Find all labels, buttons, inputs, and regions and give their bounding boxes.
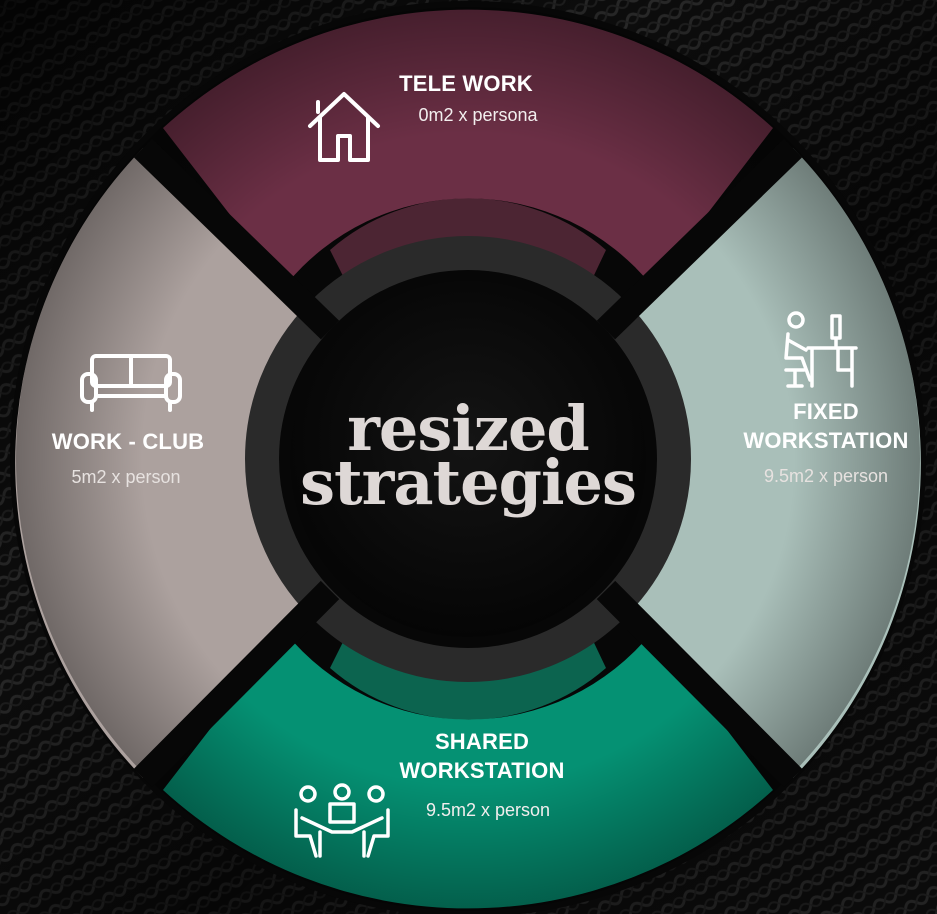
meeting-table-icon	[294, 783, 390, 858]
center-title-line-1: resized	[347, 392, 590, 465]
tele-work-subtitle: 0m2 x persona	[418, 105, 538, 125]
fixed-workstation-subtitle: 9.5m2 x person	[763, 466, 889, 486]
shared-workstation-title-line-2: WORKSTATION	[399, 758, 565, 783]
fixed-workstation-title-line-2: WORKSTATION	[743, 428, 909, 453]
shared-workstation-title-line-1: SHARED	[434, 729, 530, 754]
work-club-title: WORK - CLUB	[51, 429, 205, 454]
sofa-icon	[80, 354, 182, 412]
fixed-workstation-title-line-1: FIXED	[793, 399, 859, 424]
shared-workstation-subtitle: 9.5m2 x person	[425, 800, 551, 820]
center-hub	[290, 281, 646, 637]
desk-person-icon	[784, 311, 858, 388]
tele-work-title: TELE WORK	[399, 71, 533, 96]
work-club-subtitle: 5m2 x person	[71, 467, 181, 487]
center-title-line-2: strategies	[300, 446, 637, 519]
house-icon	[308, 92, 380, 162]
